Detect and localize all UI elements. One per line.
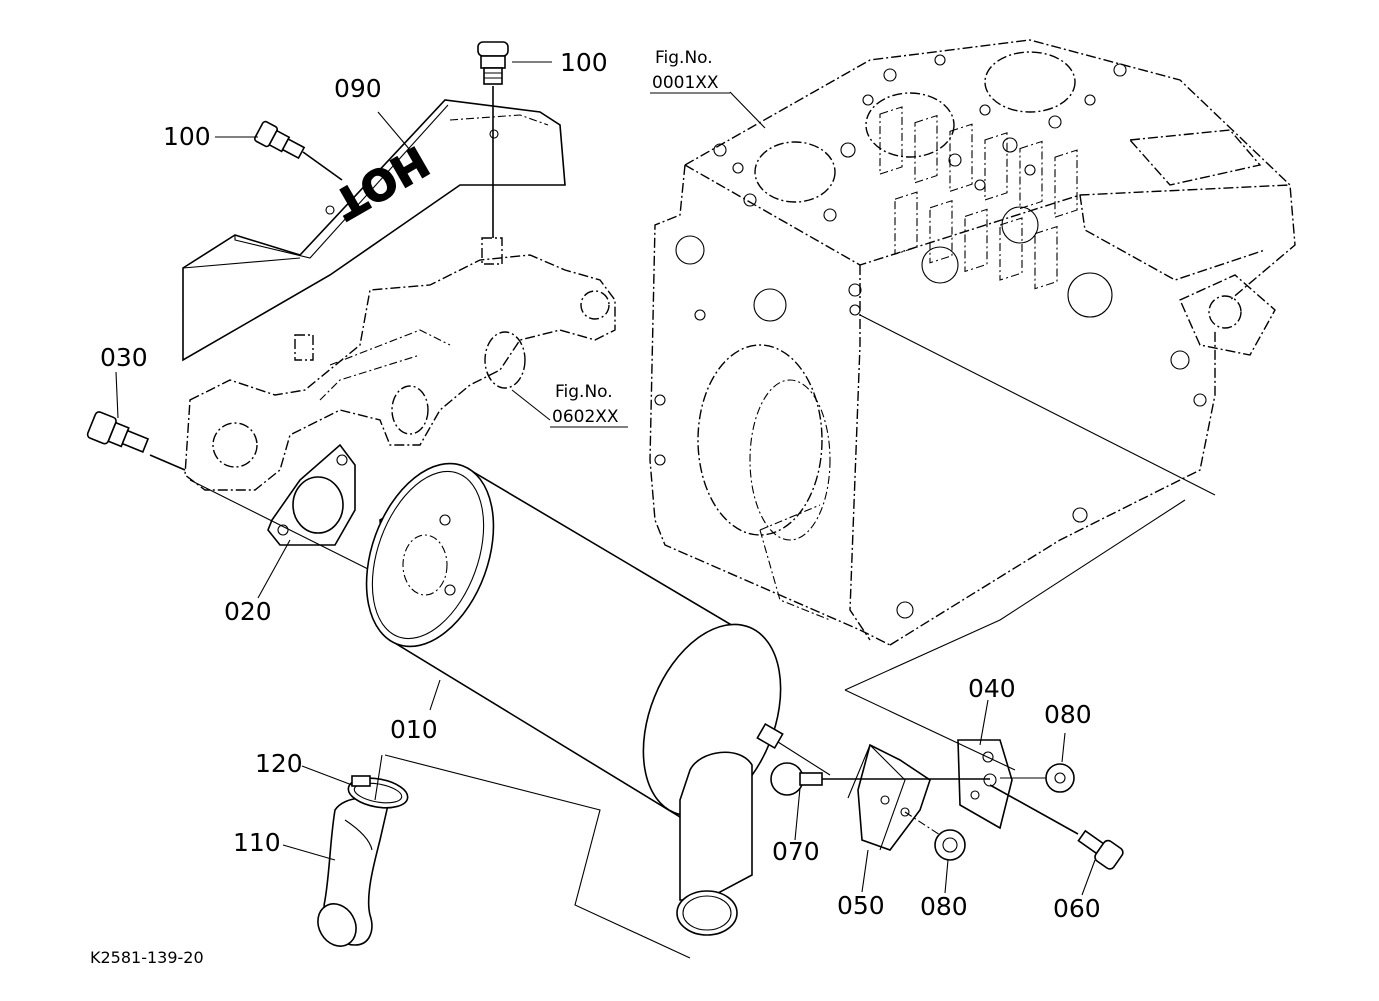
engine-block	[649, 39, 1296, 646]
washer-080-upper	[1000, 763, 1075, 793]
label-040: 040	[968, 674, 1016, 703]
engine-fig-code: 0001XX	[652, 73, 719, 93]
bolt-vertical	[477, 41, 509, 238]
engine-fig-label: Fig.No.	[655, 48, 713, 68]
bolt-angled	[254, 120, 343, 181]
manifold-fig-label: Fig.No.	[555, 382, 613, 402]
exhaust-manifold	[184, 237, 616, 491]
label-100-top: 100	[560, 48, 608, 77]
label-080-lower: 080	[920, 892, 968, 921]
label-120: 120	[255, 749, 303, 778]
bolt-070	[770, 762, 990, 796]
bracket-plate	[957, 739, 1013, 830]
hose-clamp	[347, 775, 409, 809]
bracket-leader-frame	[844, 499, 1186, 771]
label-050: 050	[837, 891, 885, 920]
tail-hose	[317, 797, 389, 947]
label-030: 030	[100, 343, 148, 372]
manifold-fig-code: 0602XX	[552, 407, 619, 427]
hose-leader-frame	[374, 754, 691, 959]
leader-lines	[115, 61, 1216, 896]
label-010: 010	[390, 715, 438, 744]
bolt-060	[989, 784, 1124, 870]
bolt-stud	[86, 411, 186, 471]
label-080-upper: 080	[1044, 700, 1092, 729]
gasket-axis	[189, 479, 381, 576]
label-110: 110	[233, 828, 281, 857]
bracket-stay	[847, 743, 931, 851]
gasket	[267, 443, 356, 546]
drawing-code: K2581-139-20	[90, 948, 204, 967]
label-090: 090	[334, 74, 382, 103]
nut-080-lower	[904, 811, 966, 861]
label-060: 060	[1053, 894, 1101, 923]
label-020: 020	[224, 597, 272, 626]
label-100-left: 100	[163, 122, 211, 151]
heat-shield: HOT	[182, 99, 566, 362]
label-070: 070	[772, 837, 820, 866]
muffler	[365, 462, 831, 936]
